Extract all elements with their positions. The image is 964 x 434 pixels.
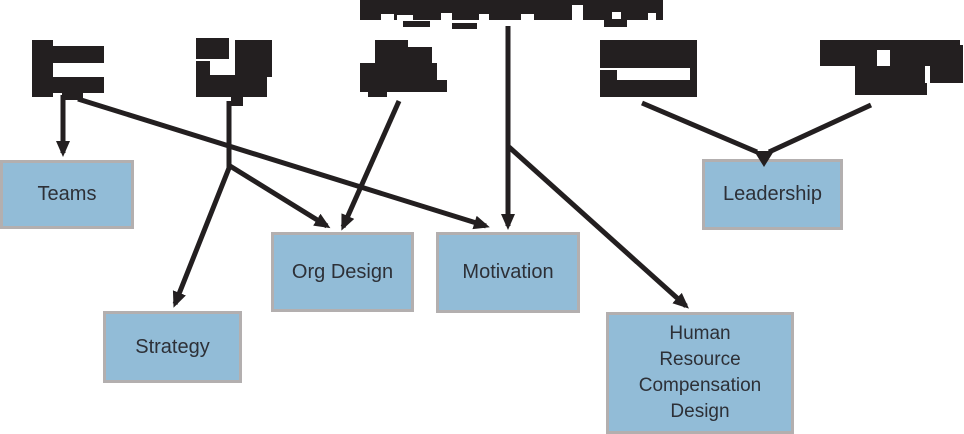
title-blob-pixelated (360, 0, 663, 29)
edge-label5-leadership (767, 102, 873, 155)
edge-label3-org-design (340, 99, 402, 231)
pixelated-label-5 (820, 40, 963, 95)
hr-line-2: Resource (659, 349, 741, 370)
node-leadership: Leadership (702, 159, 843, 230)
node-motivation: Motivation (436, 232, 580, 313)
pixelated-label-4 (600, 40, 697, 97)
hr-line-3: Compensation (638, 375, 762, 396)
edge-label1-motivation (77, 96, 490, 230)
node-hr-compensation-label: Human Resource Compensation Design (639, 321, 762, 425)
pixelated-label-3 (360, 40, 447, 97)
edge-label2-strategy (172, 101, 232, 308)
node-org-design-label: Org Design (291, 260, 394, 283)
node-leadership-label: Leadership (723, 183, 822, 205)
pixelated-label-1 (32, 40, 104, 100)
node-strategy-label: Strategy (135, 335, 210, 358)
node-strategy: Strategy (103, 311, 242, 383)
edge-label4-leadership (641, 100, 758, 155)
hr-line-4: Design (670, 401, 730, 422)
node-org-design: Org Design (271, 232, 414, 312)
node-teams: Teams (0, 160, 134, 229)
pixelated-label-2 (196, 38, 272, 106)
node-teams-label: Teams (37, 183, 97, 205)
node-motivation-label: Motivation (462, 261, 554, 283)
hr-line-1: Human (669, 323, 731, 344)
edge-label2-org-design (228, 163, 331, 229)
node-hr-compensation: Human Resource Compensation Design (606, 312, 794, 434)
